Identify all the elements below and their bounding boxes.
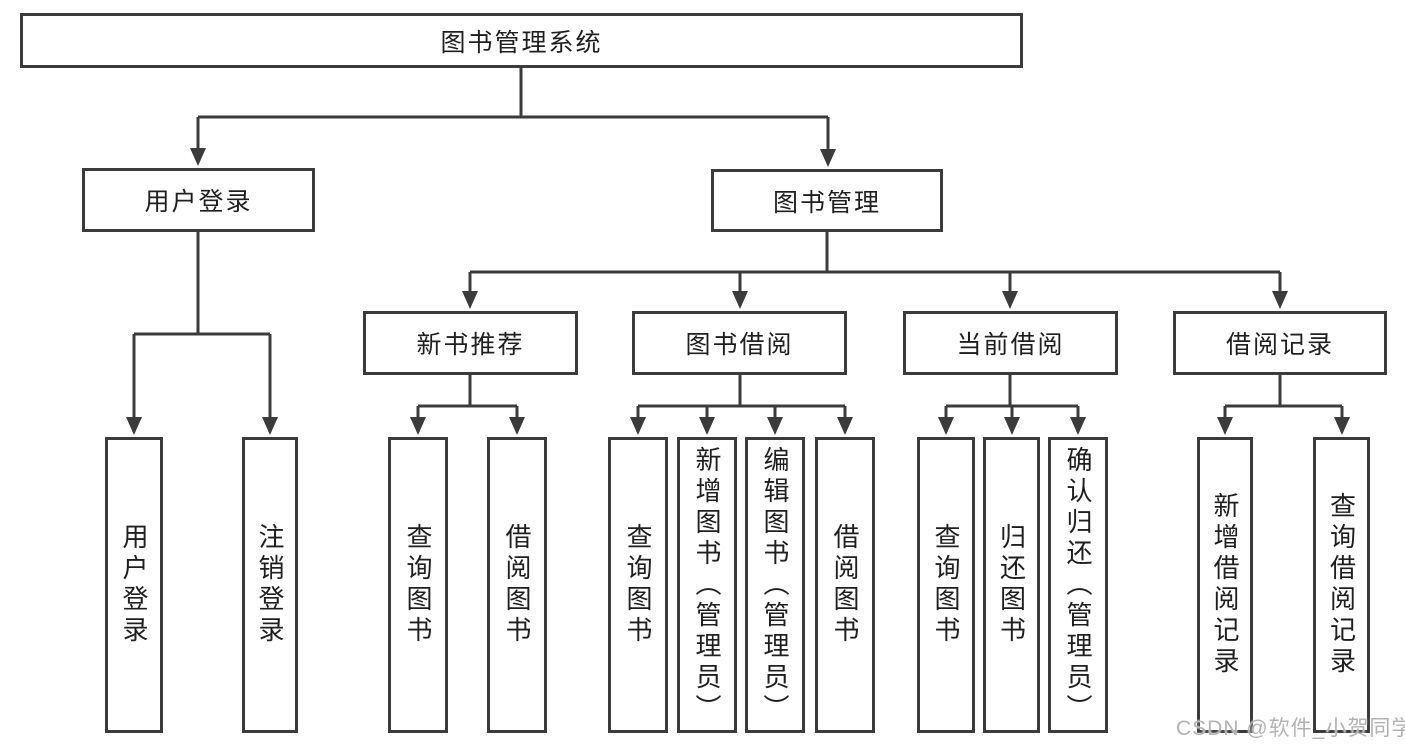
leaf-user-login: 用户登录 bbox=[105, 437, 163, 733]
leaf-newbook-borrow-books: 借阅图书 bbox=[487, 437, 547, 733]
leaf-logout-login-label: 注销登录 bbox=[255, 523, 285, 647]
leaf-borrowing-edit-books-admin-label: 编辑图书（管理员） bbox=[760, 445, 790, 725]
arrowhead-icons bbox=[126, 148, 1350, 435]
leaf-current-confirm-return-admin-label: 确认归还（管理员） bbox=[1063, 445, 1093, 725]
leaf-current-return-books-label: 归还图书 bbox=[996, 523, 1027, 647]
node-user-login: 用户登录 bbox=[82, 168, 315, 232]
leaf-current-return-books: 归还图书 bbox=[983, 437, 1040, 733]
node-book-management: 图书管理 bbox=[711, 169, 943, 232]
leaf-newbook-query-books: 查询图书 bbox=[388, 437, 448, 733]
node-user-login-label: 用户登录 bbox=[144, 188, 253, 216]
node-current-borrowing-label: 当前借阅 bbox=[956, 331, 1065, 359]
leaf-borrowing-add-books-admin-label: 新增图书（管理员） bbox=[692, 445, 722, 725]
node-book-management-label: 图书管理 bbox=[772, 188, 881, 217]
leaf-borrowing-add-books-admin: 新增图书（管理员） bbox=[677, 437, 737, 733]
node-borrowing-records-label: 借阅记录 bbox=[1225, 331, 1334, 359]
leaf-borrowing-borrow-books: 借阅图书 bbox=[815, 437, 875, 733]
leaf-records-query-borrow-record-label: 查询借阅记录 bbox=[1326, 492, 1357, 678]
node-book-borrowing-label: 图书借阅 bbox=[685, 331, 794, 359]
leaf-logout-login: 注销登录 bbox=[242, 437, 298, 733]
leaf-current-query-books-label: 查询图书 bbox=[931, 523, 961, 647]
leaf-records-add-borrow-record: 新增借阅记录 bbox=[1197, 437, 1253, 733]
node-borrowing-records: 借阅记录 bbox=[1173, 311, 1387, 375]
node-new-book-recommend: 新书推荐 bbox=[363, 311, 578, 375]
leaf-newbook-query-books-label: 查询图书 bbox=[403, 523, 433, 647]
node-root-label: 图书管理系统 bbox=[440, 28, 603, 57]
node-new-book-recommend-label: 新书推荐 bbox=[416, 331, 525, 359]
leaf-current-confirm-return-admin: 确认归还（管理员） bbox=[1048, 437, 1108, 733]
connector-edges bbox=[132, 68, 1344, 419]
leaf-borrowing-edit-books-admin: 编辑图书（管理员） bbox=[745, 437, 805, 733]
leaf-borrowing-query-books: 查询图书 bbox=[608, 437, 668, 733]
node-book-borrowing: 图书借阅 bbox=[632, 311, 847, 375]
leaf-user-login-label: 用户登录 bbox=[119, 523, 149, 647]
leaf-records-query-borrow-record: 查询借阅记录 bbox=[1313, 437, 1370, 733]
leaf-borrowing-borrow-books-label: 借阅图书 bbox=[830, 523, 860, 647]
leaf-current-query-books: 查询图书 bbox=[917, 437, 975, 733]
csdn-watermark: CSDN @软件_小贺同学 bbox=[1176, 717, 1405, 740]
leaf-records-add-borrow-record-label: 新增借阅记录 bbox=[1210, 492, 1240, 678]
node-root-system: 图书管理系统 bbox=[20, 13, 1023, 68]
node-current-borrowing: 当前借阅 bbox=[903, 311, 1118, 375]
leaf-borrowing-query-books-label: 查询图书 bbox=[623, 523, 653, 647]
leaf-newbook-borrow-books-label: 借阅图书 bbox=[502, 523, 532, 647]
